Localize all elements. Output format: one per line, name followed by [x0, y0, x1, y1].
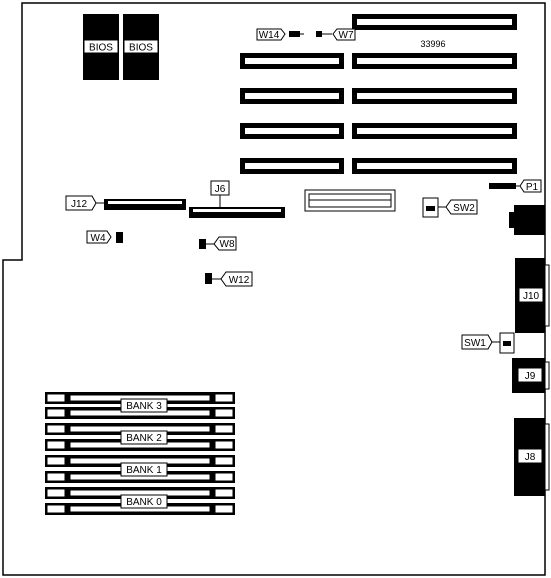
- connector-j12: J12: [65, 195, 186, 211]
- sw1-label: SW1: [464, 338, 486, 349]
- bank-2-label-box: BANK 2: [120, 430, 168, 445]
- simm-slot-4: [45, 439, 235, 451]
- j9-label: J9: [525, 371, 536, 382]
- connector-j10: J10: [515, 258, 550, 333]
- bank-0-label-box: BANK 0: [120, 494, 168, 509]
- bank-2-label: BANK 2: [126, 433, 162, 444]
- board-id-label: 33996: [420, 39, 445, 49]
- bank-1-label: BANK 1: [126, 465, 162, 476]
- j8-label: J8: [525, 452, 536, 463]
- p1-label: P1: [526, 182, 539, 193]
- jumper-w8: W8: [199, 236, 237, 251]
- w12-label: W12: [229, 275, 250, 286]
- w7-label: W7: [339, 30, 354, 41]
- bank-0-label: BANK 0: [126, 497, 162, 508]
- expansion-slot-short-1: [240, 53, 344, 69]
- keyboard-connector: [509, 205, 545, 235]
- expansion-slot-short-4: [240, 158, 344, 174]
- connector-j8: J8: [514, 418, 550, 496]
- jumper-w7: W7: [316, 28, 356, 41]
- bank-3-label-box: BANK 3: [120, 398, 168, 413]
- simm-slot-2: [45, 407, 235, 419]
- expansion-slot-long-1: [352, 14, 517, 30]
- jumper-w14: W14: [256, 28, 304, 41]
- simm-slot-1: [45, 392, 235, 404]
- connector-j9: J9: [512, 358, 550, 393]
- dip-switch-bank: [304, 189, 396, 212]
- w4-label: W4: [91, 233, 106, 244]
- jumper-w12: W12: [205, 271, 253, 287]
- w14-label: W14: [259, 30, 280, 41]
- simm-slot-5: [45, 455, 235, 467]
- switch-sw2: SW2: [422, 197, 478, 218]
- expansion-slot-short-3: [240, 123, 344, 139]
- j6-label: J6: [215, 184, 226, 195]
- sw2-label: SW2: [453, 203, 475, 214]
- memory-bank-area: BANK 3 BANK 2 BANK 1 BANK 0: [45, 392, 235, 515]
- simm-slot-3: [45, 423, 235, 435]
- expansion-slot-long-4: [352, 123, 517, 139]
- bios-label-1: BIOS: [89, 43, 113, 54]
- w8-label: W8: [220, 239, 235, 250]
- expansion-slots: [240, 14, 517, 174]
- simm-slot-7: [45, 487, 235, 499]
- expansion-slot-long-5: [352, 158, 517, 174]
- bank-3-label: BANK 3: [126, 401, 162, 412]
- bank-1-label-box: BANK 1: [120, 462, 168, 477]
- bios-chip-1: BIOS: [83, 14, 119, 80]
- j12-label: J12: [71, 199, 88, 210]
- expansion-slot-long-2: [352, 53, 517, 69]
- j10-label: J10: [523, 291, 540, 302]
- simm-slot-6: [45, 471, 235, 483]
- switch-sw1: SW1: [461, 332, 515, 354]
- jumper-w4: W4: [86, 230, 123, 244]
- bios-label-2: BIOS: [129, 43, 153, 54]
- expansion-slot-long-3: [352, 88, 517, 104]
- bios-chip-2: BIOS: [123, 14, 159, 80]
- connector-p1: P1: [489, 179, 542, 193]
- connector-j6: J6: [189, 180, 285, 218]
- expansion-slot-short-2: [240, 88, 344, 104]
